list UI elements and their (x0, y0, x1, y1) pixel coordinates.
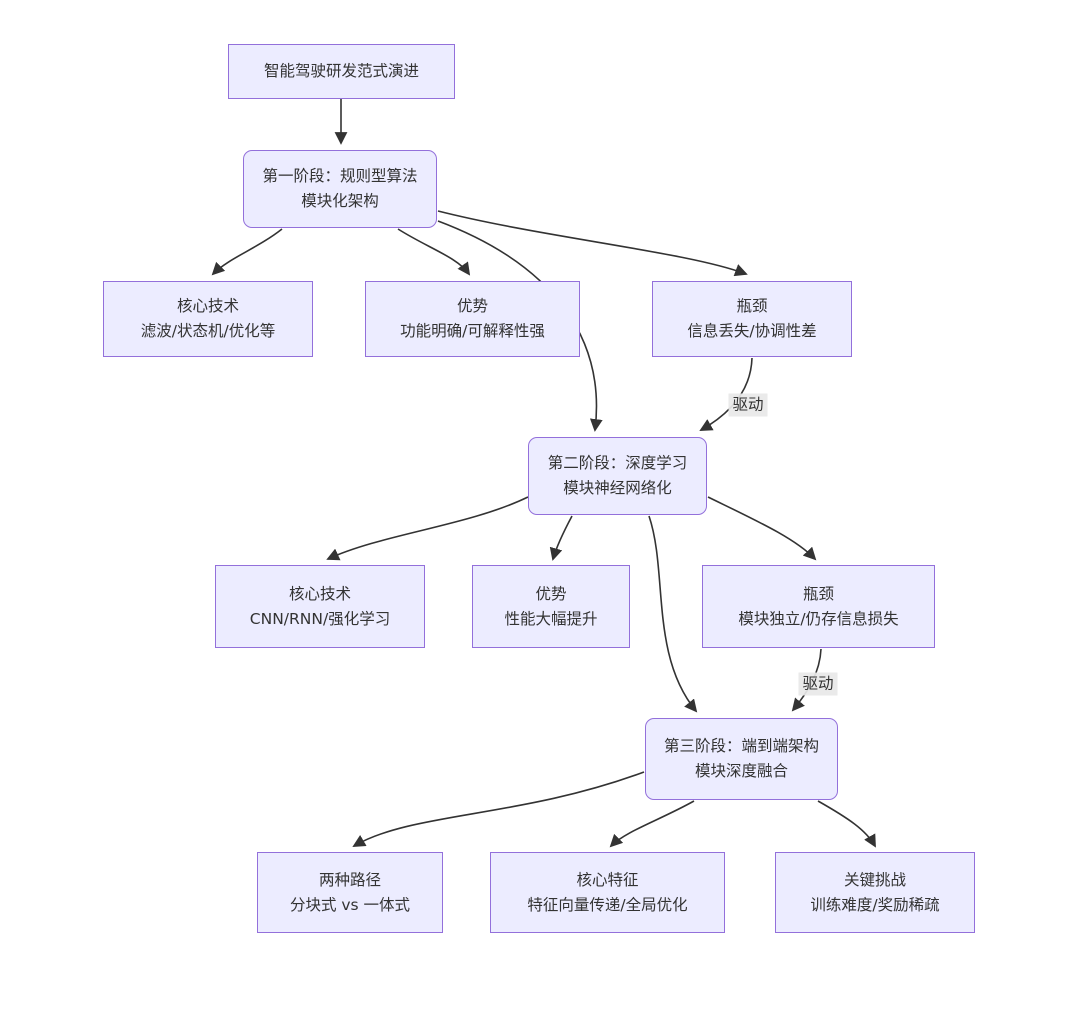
node-phase2-advantage-line2: 性能大幅提升 (504, 609, 598, 628)
node-phase2-advantage-line1: 优势 (535, 584, 567, 603)
node-phase3-core-feature[interactable]: 核心特征 特征向量传递/全局优化 (490, 852, 725, 933)
node-phase2-bottleneck-line1: 瓶颈 (802, 584, 834, 603)
node-phase2-line1: 第二阶段：深度学习 (547, 454, 688, 472)
edge-phase2-advantage2 (549, 515, 573, 561)
edge-phase1-bottleneck (437, 210, 748, 277)
node-phase2-line2: 模块神经网络化 (563, 479, 672, 497)
node-phase3-key-challenge-line1: 关键挑战 (843, 870, 906, 889)
node-phase2-core-tech[interactable]: 核心技术 CNN/RNN/强化学习 (215, 565, 425, 648)
node-phase2[interactable]: 第二阶段：深度学习 模块神经网络化 (528, 437, 707, 515)
node-phase2-advantage[interactable]: 优势 性能大幅提升 (472, 565, 630, 648)
edge-phase1-advantage (397, 228, 471, 276)
node-phase3-two-paths-line1: 两种路径 (318, 870, 381, 889)
node-phase3-key-challenge[interactable]: 关键挑战 训练难度/奖励稀疏 (775, 852, 975, 933)
node-phase3-line2: 模块深度融合 (694, 762, 788, 780)
edge-phase2-phase3 (648, 515, 698, 713)
node-phase2-core-tech-line1: 核心技术 (288, 584, 351, 603)
node-root-label: 智能驾驶研发范式演进 (263, 62, 419, 80)
node-phase1-bottleneck[interactable]: 瓶颈 信息丢失/协调性差 (652, 281, 852, 357)
edge-phase2-core-tech2 (326, 496, 529, 561)
node-phase3-key-challenge-line2: 训练难度/奖励稀疏 (810, 895, 940, 914)
node-phase3-two-paths[interactable]: 两种路径 分块式 vs 一体式 (257, 852, 443, 933)
node-phase1-bottleneck-line2: 信息丢失/协调性差 (687, 322, 817, 340)
node-phase3[interactable]: 第三阶段：端到端架构 模块深度融合 (645, 718, 838, 800)
node-phase1-core-tech-line1: 核心技术 (176, 297, 239, 315)
node-phase1-advantage-line2: 功能明确/可解释性强 (400, 322, 545, 340)
node-phase3-two-paths-line2: 分块式 vs 一体式 (289, 895, 411, 914)
edge-phase3-core-feature (609, 800, 695, 848)
edge-phase3-key-challenge (817, 800, 876, 848)
node-phase2-core-tech-line2: CNN/RNN/强化学习 (249, 609, 391, 628)
node-phase3-line1: 第三阶段：端到端架构 (663, 737, 819, 755)
node-phase1-bottleneck-line1: 瓶颈 (736, 297, 768, 315)
node-phase3-core-feature-line1: 核心特征 (576, 870, 639, 889)
node-phase1-core-tech[interactable]: 核心技术 滤波/状态机/优化等 (103, 281, 313, 357)
edge-phase1-core-tech (211, 228, 283, 276)
edge-label-drive-2: 驱动 (798, 672, 838, 696)
edge-phase3-two-paths (352, 771, 645, 847)
edge-label-drive-1: 驱动 (728, 393, 768, 417)
node-phase1-line1: 第一阶段：规则型算法 (262, 167, 418, 185)
node-phase1-advantage-line1: 优势 (456, 297, 488, 315)
node-phase1-core-tech-line2: 滤波/状态机/优化等 (140, 322, 276, 340)
node-phase1[interactable]: 第一阶段：规则型算法 模块化架构 (243, 150, 437, 228)
node-phase3-core-feature-line2: 特征向量传递/全局优化 (527, 895, 688, 914)
node-root[interactable]: 智能驾驶研发范式演进 (228, 44, 455, 99)
node-phase2-bottleneck-line2: 模块独立/仍存信息损失 (738, 609, 899, 628)
node-phase1-line2: 模块化架构 (301, 192, 379, 210)
edge-phase2-bottleneck2 (707, 496, 817, 561)
node-phase1-advantage[interactable]: 优势 功能明确/可解释性强 (365, 281, 580, 357)
node-phase2-bottleneck[interactable]: 瓶颈 模块独立/仍存信息损失 (702, 565, 935, 648)
